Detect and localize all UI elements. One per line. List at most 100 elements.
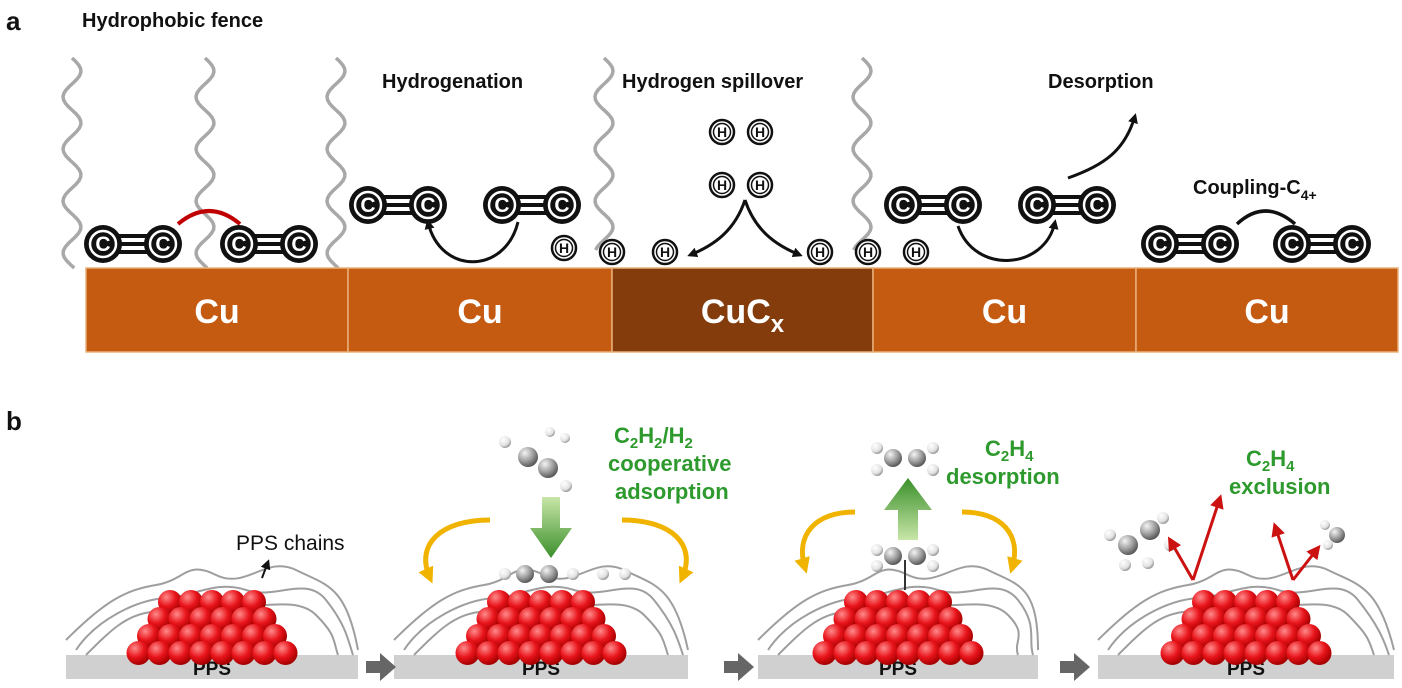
pps-substrate (1098, 655, 1394, 679)
metal-atom (476, 641, 501, 665)
exclusion-arrow (1168, 536, 1195, 581)
label-hydrophobic-fence: Hydrophobic fence (82, 10, 263, 32)
hydrogen-sphere (619, 568, 631, 580)
reaction-step: PPS (757, 442, 1039, 680)
metal-atom (854, 641, 879, 665)
carbon-symbol: C (1344, 233, 1359, 256)
curved-arrow (621, 517, 694, 584)
hydrogen-symbol: H (863, 244, 873, 260)
hydrogen-sphere (927, 560, 939, 572)
hydrogen-sphere (597, 568, 609, 580)
hydrogen-ring (712, 175, 732, 195)
metal-atom (539, 641, 564, 665)
curved-arrow (418, 517, 491, 584)
hydrogen-sphere (1157, 512, 1169, 524)
pps-chain (1097, 565, 1395, 651)
hydrogen-symbol: H (717, 177, 727, 193)
pps-chain (65, 565, 359, 651)
exclusion-arrow (1271, 522, 1295, 581)
carbon-ring (1145, 229, 1175, 259)
desorption-green-arrow (884, 478, 932, 540)
carbon-sphere (1118, 535, 1138, 555)
hydrogen-sphere (499, 436, 511, 448)
substrate-label-main: Cu (194, 293, 239, 331)
carbon-symbol: C (955, 194, 970, 217)
metal-atom (455, 641, 480, 665)
pps-substrate (394, 655, 688, 679)
step3-formula: C2H4 (985, 436, 1034, 465)
substrate-label-main: Cu (1244, 293, 1289, 331)
polymer-chain (851, 56, 873, 251)
carbon-ring (487, 190, 517, 220)
carbon-sphere (540, 565, 558, 583)
metal-atom (959, 641, 984, 665)
carbon-ring (1205, 229, 1235, 259)
s2-h2: /H (662, 423, 684, 448)
curved-arrow (961, 509, 1023, 574)
metal-atom (1202, 641, 1227, 665)
reaction-step: PPS (1097, 494, 1395, 680)
spillover-arrow-right (743, 199, 803, 258)
carbon-sphere (908, 547, 926, 565)
metal-atom (147, 641, 172, 665)
exclusion-arrow (1291, 544, 1321, 581)
carbon-symbol: C (360, 194, 375, 217)
metal-atom (189, 641, 214, 665)
adsorption-arrow (956, 219, 1059, 262)
metal-atom (518, 641, 543, 665)
hydrogen-sphere (499, 568, 511, 580)
reaction-step: PPS (393, 427, 694, 680)
metal-atom (1223, 641, 1248, 665)
label-desorption-b: C2H4 desorption (946, 436, 1060, 489)
hydrogen-atom: H (806, 238, 834, 266)
carbon-symbol: C (494, 194, 509, 217)
hydrogen-atom: H (902, 238, 930, 266)
s4-line2: exclusion (1229, 474, 1330, 499)
panel-a-letter: a (6, 6, 21, 36)
carbon-ring (1082, 190, 1112, 220)
s3-sub2: 4 (1025, 448, 1034, 465)
hydrogen-sphere (1142, 557, 1154, 569)
hydrogen-sphere (545, 427, 555, 437)
carbon-ring (888, 190, 918, 220)
metal-atom (273, 641, 298, 665)
label-pps-chains: PPS chains (236, 532, 345, 555)
pps-chain (757, 565, 1039, 651)
carbon-ring (88, 229, 118, 259)
carbon-sphere (908, 449, 926, 467)
carbon-symbol: C (1212, 233, 1227, 256)
s2-c: C (614, 423, 630, 448)
carbon-ring (353, 190, 383, 220)
substrate-segment (872, 267, 1137, 353)
substrate-segment (347, 267, 613, 353)
metal-atom (833, 641, 858, 665)
hydrogen-atom: H (708, 171, 736, 199)
metal-atom (1160, 641, 1185, 665)
hydrogen-ring (602, 242, 622, 262)
label-coupling: Coupling-C4+ (1193, 177, 1317, 203)
hydrogen-sphere (560, 480, 572, 492)
panel-b-letter: b (6, 406, 22, 436)
s4-sub1: 2 (1262, 458, 1270, 475)
substrate-segment (85, 267, 349, 353)
s3-sub1: 2 (1001, 448, 1009, 465)
substrate-segment (1135, 267, 1399, 353)
metal-atom (581, 641, 606, 665)
carbon-sphere (1329, 527, 1345, 543)
substrate-label: Cu (457, 293, 502, 331)
hydrogen-sphere (871, 464, 883, 476)
metal-atom (1307, 641, 1332, 665)
hydrogen-atom: H (854, 238, 882, 266)
step-arrow (724, 653, 754, 681)
s2-line2: cooperative (608, 451, 732, 476)
hydrogen-atom: H (651, 238, 679, 266)
pps-substrate (758, 655, 1038, 679)
